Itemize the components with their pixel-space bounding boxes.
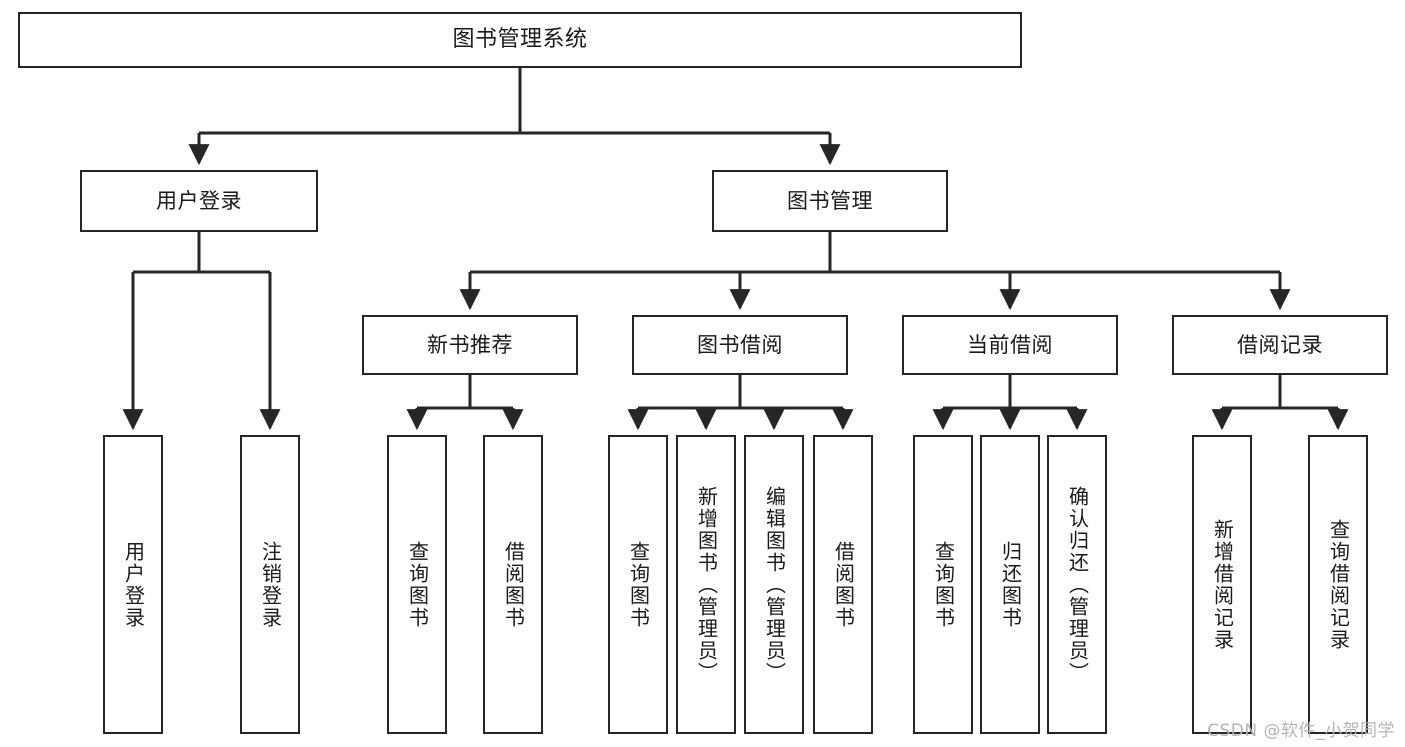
- node-label: 查询图书: [405, 540, 430, 629]
- node-label: 借阅图书: [831, 540, 856, 629]
- leaf-borrow-edit-book-admin[interactable]: 编辑图书（管理员）: [744, 435, 804, 734]
- node-user-login[interactable]: 用户登录: [80, 170, 318, 232]
- leaf-borrow-query-book[interactable]: 查询图书: [608, 435, 668, 734]
- node-label: 借阅记录: [1237, 332, 1323, 357]
- node-label: 归还图书: [998, 540, 1023, 629]
- node-new-book-recommend[interactable]: 新书推荐: [362, 315, 578, 375]
- leaf-current-confirm-return-admin[interactable]: 确认归还（管理员）: [1047, 435, 1107, 734]
- leaf-borrow-add-book-admin[interactable]: 新增图书（管理员）: [676, 435, 736, 734]
- leaf-logout[interactable]: 注销登录: [240, 435, 300, 734]
- node-book-borrow[interactable]: 图书借阅: [632, 315, 848, 375]
- node-label: 新增图书（管理员）: [694, 485, 719, 684]
- leaf-current-return-book[interactable]: 归还图书: [980, 435, 1040, 734]
- leaf-borrow-borrow-book[interactable]: 借阅图书: [813, 435, 873, 734]
- leaf-record-add-borrow-record[interactable]: 新增借阅记录: [1192, 435, 1252, 734]
- node-label: 查询借阅记录: [1326, 518, 1351, 651]
- node-label: 图书管理系统: [452, 27, 588, 53]
- leaf-record-query-borrow-record[interactable]: 查询借阅记录: [1308, 435, 1368, 734]
- leaf-new-book-query-book[interactable]: 查询图书: [387, 435, 447, 734]
- node-label: 当前借阅: [967, 332, 1053, 357]
- node-label: 新增借阅记录: [1210, 518, 1235, 651]
- node-label: 新书推荐: [427, 332, 513, 357]
- node-book-management[interactable]: 图书管理: [712, 170, 948, 232]
- node-current-borrow[interactable]: 当前借阅: [902, 315, 1118, 375]
- node-label: 图书管理: [787, 188, 873, 213]
- node-label: 确认归还（管理员）: [1065, 485, 1090, 684]
- leaf-new-book-borrow-book[interactable]: 借阅图书: [483, 435, 543, 734]
- leaf-current-query-book[interactable]: 查询图书: [913, 435, 973, 734]
- node-borrow-record[interactable]: 借阅记录: [1172, 315, 1388, 375]
- node-label: 用户登录: [156, 188, 242, 213]
- node-label: 查询图书: [626, 540, 651, 629]
- node-book-management-system[interactable]: 图书管理系统: [18, 12, 1022, 68]
- node-label: 编辑图书（管理员）: [762, 485, 787, 684]
- watermark: CSDN @软件_小贺同学: [1207, 721, 1395, 741]
- node-label: 注销登录: [258, 540, 283, 629]
- node-label: 用户登录: [121, 540, 146, 629]
- node-label: 借阅图书: [501, 540, 526, 629]
- node-label: 查询图书: [931, 540, 956, 629]
- node-label: 图书借阅: [697, 332, 783, 357]
- leaf-user-login[interactable]: 用户登录: [103, 435, 163, 734]
